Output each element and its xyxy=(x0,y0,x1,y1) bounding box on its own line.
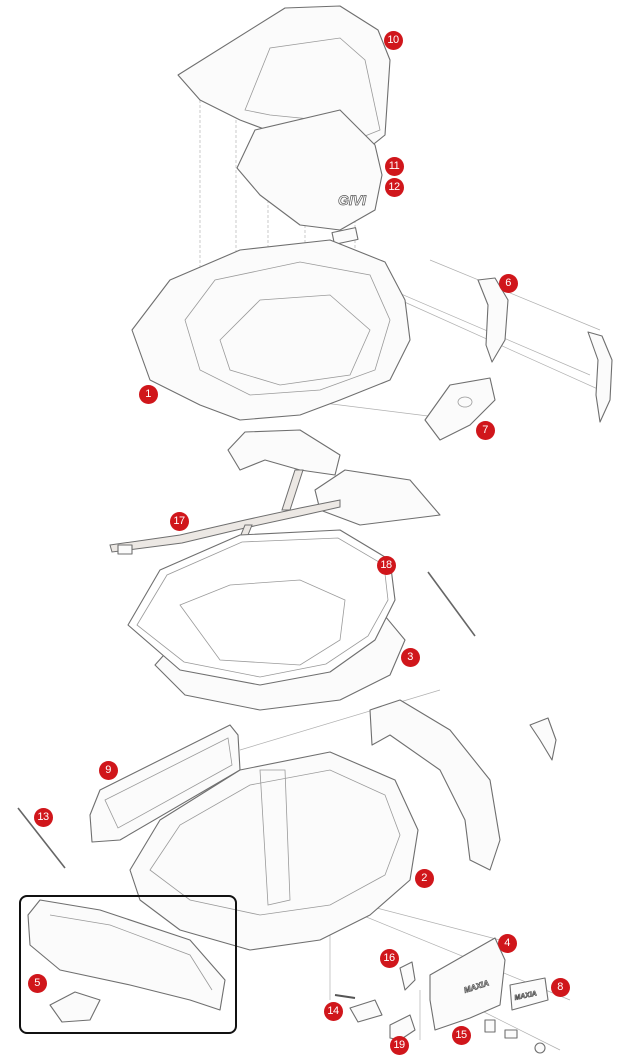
part-number-badge-14: 14 xyxy=(323,1001,343,1021)
part-number-badge-12: 12 xyxy=(384,177,404,197)
small-parts xyxy=(334,961,546,1054)
part-number-badge-13: 13 xyxy=(33,807,53,827)
part-18-gasket xyxy=(127,529,396,686)
part-number-badge-8: 8 xyxy=(550,977,570,997)
part-number-badge-19: 19 xyxy=(389,1035,409,1055)
highlight-frame xyxy=(19,895,237,1034)
hinge-assembly xyxy=(227,429,441,526)
part-number-badge-18: 18 xyxy=(376,555,396,575)
part-7-hinge-cover xyxy=(424,377,496,441)
part-number-badge-3: 3 xyxy=(400,647,420,667)
part-number-badge-1: 1 xyxy=(138,384,158,404)
part-number-badge-17: 17 xyxy=(169,511,189,531)
part-12-emblem xyxy=(331,227,359,245)
part-number-badge-9: 9 xyxy=(98,760,118,780)
part-number-badge-10: 10 xyxy=(383,30,403,50)
part-number-badge-4: 4 xyxy=(497,933,517,953)
support-rods xyxy=(17,571,476,869)
part-number-badge-5: 5 xyxy=(27,973,47,993)
part-number-badge-6: 6 xyxy=(498,273,518,293)
part-number-badge-16: 16 xyxy=(379,948,399,968)
part-number-badge-7: 7 xyxy=(475,420,495,440)
part-number-badge-15: 15 xyxy=(451,1025,471,1045)
part-8-plate: MAXIA xyxy=(509,977,549,1011)
part-4-lock-housing: MAXIA xyxy=(429,937,506,1031)
part-5-reflector-cover xyxy=(27,899,226,1023)
part-number-badge-2: 2 xyxy=(414,868,434,888)
part-9-rear-panel xyxy=(89,724,241,843)
part-number-badge-11: 11 xyxy=(384,156,404,176)
part-11-lid-panel: GIVI xyxy=(236,109,383,231)
part-6-side-reflectors xyxy=(477,277,613,423)
part-1-lid-frame xyxy=(131,239,411,421)
side-shell xyxy=(369,699,557,871)
givi-logo: GIVI xyxy=(338,192,367,208)
